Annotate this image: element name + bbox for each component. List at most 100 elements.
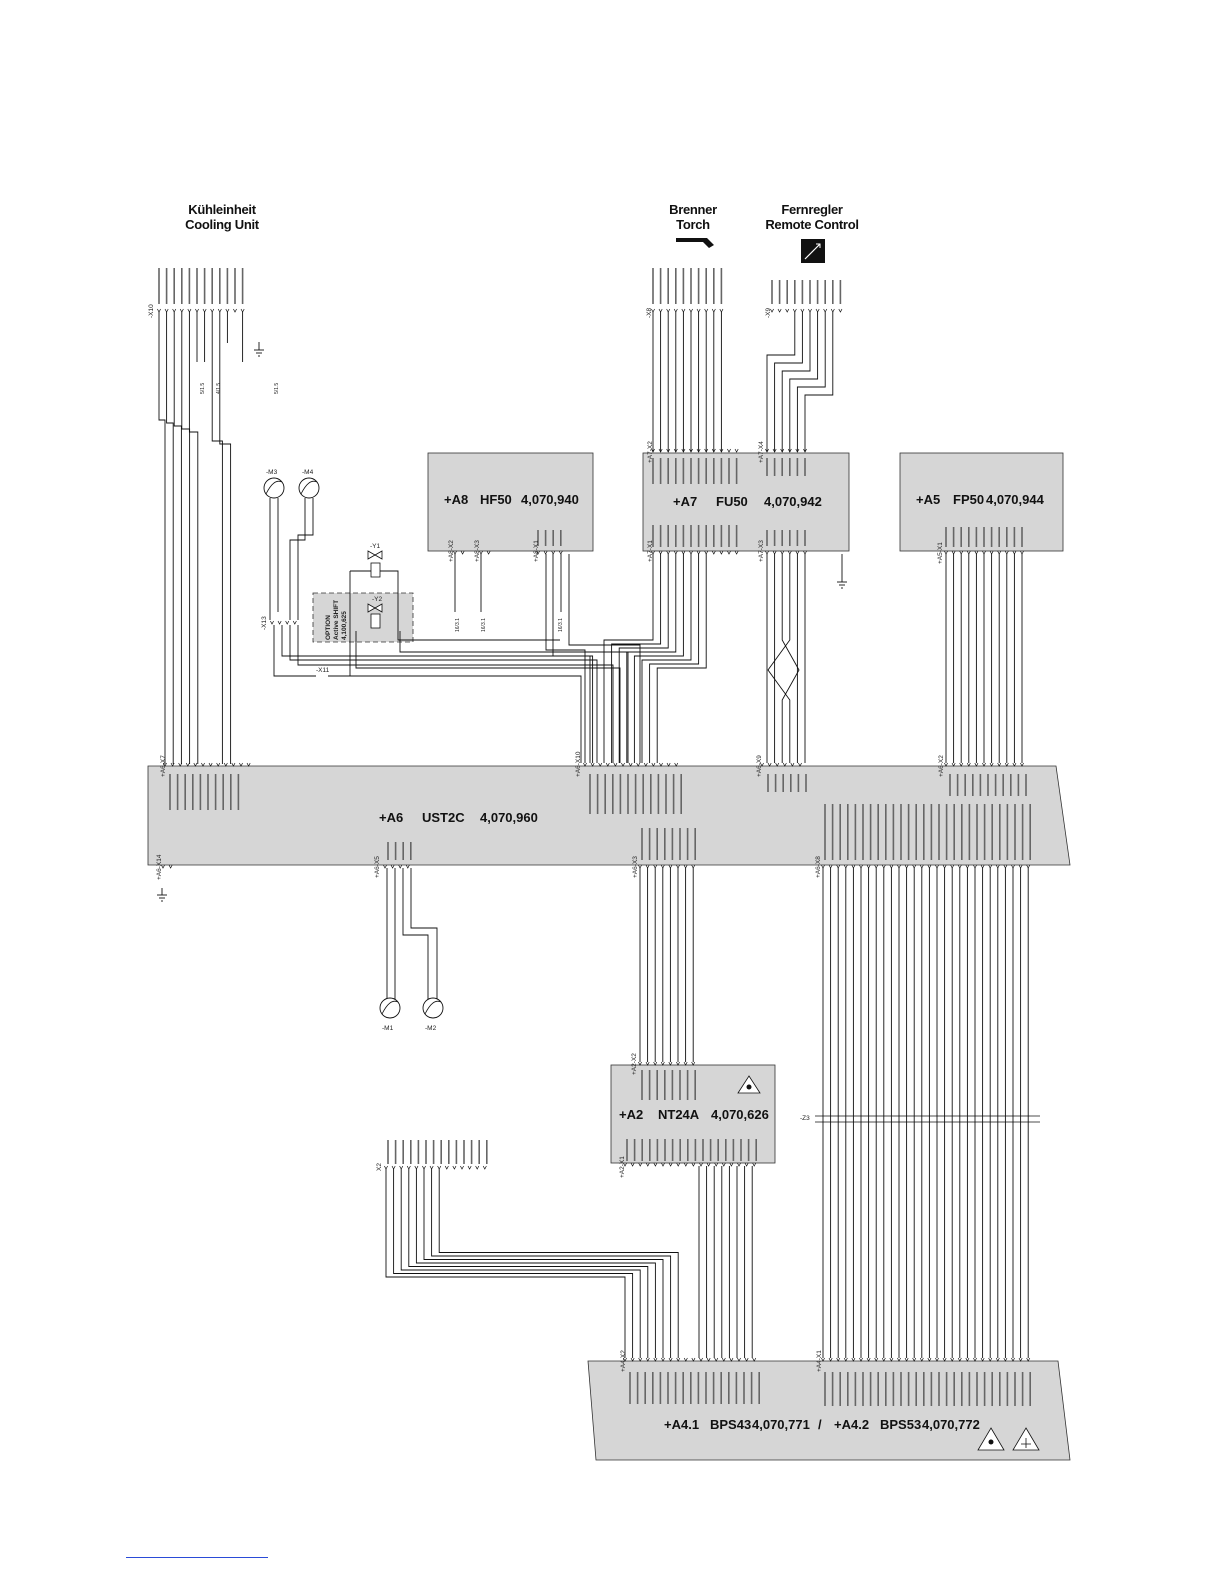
pin-terminal <box>1026 1357 1031 1362</box>
motor-m2: -M2 <box>422 997 444 1032</box>
pin-terminal <box>645 1061 650 1066</box>
pin-label-mark <box>983 1372 986 1406</box>
pin-terminal <box>1020 762 1024 767</box>
pin-terminal <box>645 1162 650 1167</box>
pin-terminal <box>696 308 701 313</box>
pin-terminal <box>1018 1357 1023 1362</box>
pin-terminal <box>881 864 886 869</box>
pin-terminal <box>808 308 812 313</box>
pin-label-mark <box>675 458 677 484</box>
panel-a8-hf50 <box>427 452 594 552</box>
pin-label-mark <box>938 1372 940 1406</box>
pin-terminal <box>691 1357 696 1362</box>
pin-terminal <box>714 1162 719 1167</box>
pin-terminal <box>772 550 777 555</box>
remote-control-label-en: Remote Control <box>765 217 859 232</box>
pin-terminal <box>760 762 764 767</box>
pin-label-mark <box>885 804 887 860</box>
connector-a6-x7: +A6-X7 <box>160 755 167 777</box>
pin-label-mark <box>664 828 666 860</box>
pin-label-mark <box>824 804 826 860</box>
pin-terminal <box>674 762 679 767</box>
pin-terminal <box>658 550 663 555</box>
a5-type: FP50 <box>953 492 984 507</box>
motor-m4: -M4 <box>298 469 320 499</box>
pin-terminal <box>765 550 769 555</box>
option-line-3: 4,100,625 <box>341 611 348 640</box>
pin-terminal <box>942 864 947 869</box>
connector-x10: -X10 <box>148 304 155 318</box>
pin-label-mark <box>702 1139 704 1161</box>
a7-type: FU50 <box>716 494 748 509</box>
pin-terminal <box>803 550 807 555</box>
wires <box>158 312 1040 1358</box>
pin-terminal <box>851 1357 856 1362</box>
pin-label-mark <box>790 774 792 792</box>
pin-terminal <box>638 1162 643 1167</box>
pin-terminal <box>208 762 213 767</box>
pin-terminal <box>696 448 701 453</box>
a6-number: 4,070,960 <box>480 810 538 825</box>
pin-label-mark <box>463 1140 465 1164</box>
pin-terminal <box>681 308 686 313</box>
pin-label-mark <box>847 1372 849 1406</box>
pin-terminal <box>912 1357 917 1362</box>
pin-label-mark <box>633 1139 636 1161</box>
pin-terminal <box>660 864 665 869</box>
pin-terminal <box>881 1357 886 1362</box>
pin-label-mark <box>794 280 796 304</box>
wire <box>273 625 316 677</box>
pin-terminal <box>711 308 716 313</box>
pin-terminal <box>995 864 1000 869</box>
pin-terminal <box>965 1357 970 1362</box>
pin-terminal <box>866 864 871 869</box>
pin-terminal <box>666 550 671 555</box>
pin-label-mark <box>652 458 654 484</box>
pin-label-mark <box>717 1139 719 1161</box>
a4-separator: / <box>818 1417 822 1432</box>
pin-terminal <box>790 762 795 767</box>
pin-terminal <box>270 620 274 625</box>
pin-label-mark <box>797 774 800 792</box>
pin-terminal <box>398 864 403 869</box>
pin-terminal <box>653 1357 658 1362</box>
pin-terminal <box>661 1162 665 1167</box>
pin-label-mark <box>789 530 791 546</box>
pin-terminal <box>828 1357 833 1362</box>
pin-terminal <box>951 550 956 555</box>
pin-terminal <box>551 550 556 555</box>
pin-terminal <box>942 1357 947 1362</box>
wire <box>297 498 314 620</box>
esd-warning-icon-3 <box>1012 1427 1040 1451</box>
pin-terminal <box>676 1061 680 1066</box>
pin-label-mark <box>158 268 160 304</box>
pin-terminal <box>957 864 962 869</box>
pin-label-mark <box>626 1139 628 1161</box>
option-line-1: OPTION <box>325 615 332 640</box>
pin-label-mark <box>789 458 791 476</box>
pin-terminal <box>444 1165 449 1170</box>
pin-label-mark <box>1017 774 1020 796</box>
pin-label-mark <box>952 527 955 547</box>
pin-label-mark <box>560 530 562 546</box>
pin-terminal <box>666 308 671 313</box>
pin-label-mark <box>665 774 667 814</box>
pin-terminal <box>653 1162 658 1167</box>
pin-label-mark <box>953 804 955 860</box>
pin-terminal <box>163 762 167 767</box>
a5-designation: +A5 <box>916 492 940 507</box>
pin-terminal <box>935 864 939 869</box>
pin-terminal <box>645 864 650 869</box>
pin-label-mark <box>1006 804 1009 860</box>
pin-label-mark <box>747 1139 750 1161</box>
pin-terminal <box>422 1165 426 1170</box>
pin-terminal <box>689 448 693 453</box>
pin-label-mark <box>735 458 738 484</box>
pin-label-mark <box>697 268 700 304</box>
wire <box>789 312 819 452</box>
motor-m4-symbol <box>298 477 320 499</box>
pin-terminal <box>651 308 655 313</box>
pin-terminal <box>752 1357 757 1362</box>
pin-label-mark <box>402 842 404 860</box>
